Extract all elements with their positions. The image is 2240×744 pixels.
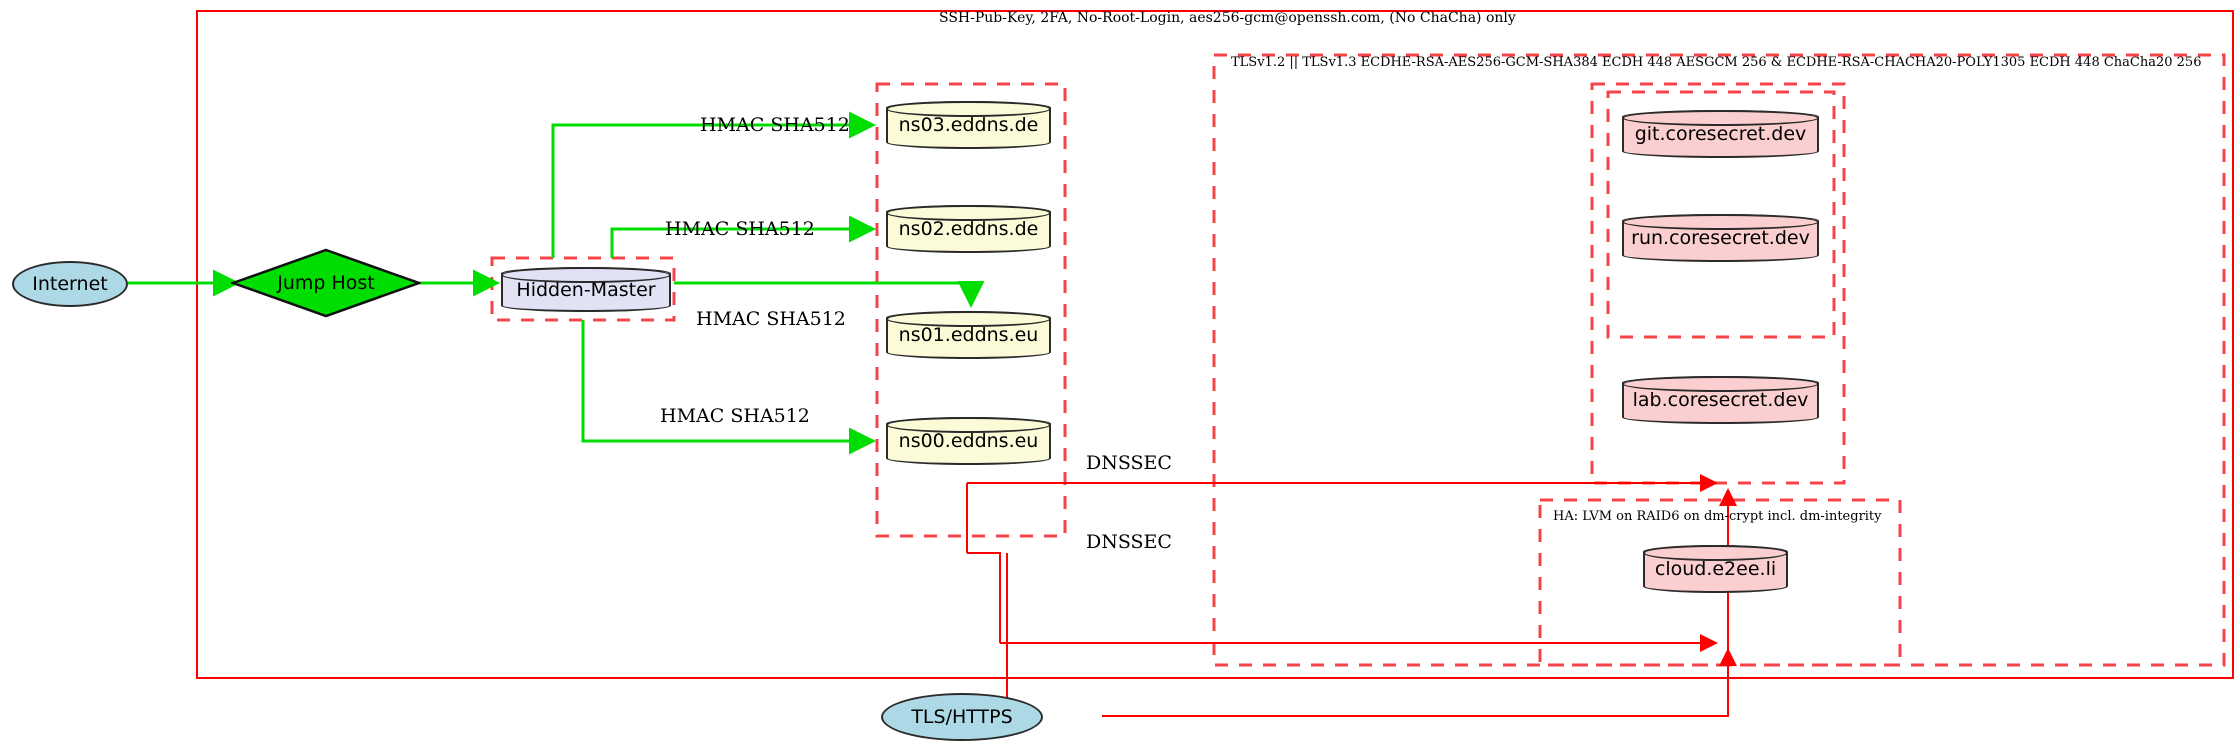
run-cap: [1622, 214, 1819, 230]
node-git-coresecret[interactable]: git.coresecret.dev: [1622, 110, 1819, 158]
edge-master-ns03: [551, 111, 876, 258]
edge-label-hmac-4: HMAC SHA512: [660, 405, 810, 427]
node-lab-label: lab.coresecret.dev: [1632, 389, 1809, 411]
node-tls-https-label: TLS/HTTPS: [911, 706, 1013, 728]
node-hidden-master-label: Hidden-Master: [516, 278, 656, 301]
node-internet[interactable]: Internet: [12, 261, 128, 307]
ns03-cap: [886, 101, 1051, 117]
node-ns00-label: ns00.eddns.eu: [898, 430, 1039, 452]
lab-cap: [1622, 376, 1819, 392]
node-tls-https[interactable]: TLS/HTTPS: [881, 693, 1043, 741]
node-run-label: run.coresecret.dev: [1631, 227, 1810, 249]
edge-label-hmac-3: HMAC SHA512: [696, 308, 846, 330]
git-run-box: [1606, 90, 1836, 339]
node-internet-label: Internet: [32, 273, 108, 295]
node-ns00[interactable]: ns00.eddns.eu: [886, 417, 1051, 465]
node-ns03-label: ns03.eddns.de: [898, 114, 1039, 136]
coresecret-services-box: [1590, 82, 1846, 485]
edge-label-dnssec-1: DNSSEC: [1086, 452, 1172, 474]
node-ns01-label: ns01.eddns.eu: [898, 324, 1039, 346]
node-jump-host[interactable]: Jump Host: [229, 248, 423, 318]
ha-cloud-label: HA: LVM on RAID6 on dm-crypt incl. dm-in…: [1553, 509, 1882, 524]
ns01-cap: [886, 311, 1051, 327]
edge-dnssec-2-stem: [967, 552, 1001, 643]
node-run-coresecret[interactable]: run.coresecret.dev: [1622, 214, 1819, 262]
ns02-cap: [886, 205, 1051, 221]
node-lab-coresecret[interactable]: lab.coresecret.dev: [1622, 376, 1819, 424]
ns00-cap: [886, 417, 1051, 433]
node-hidden-master[interactable]: Hidden-Master: [501, 267, 671, 312]
edge-master-ns02: [610, 215, 876, 258]
node-cloud-label: cloud.e2ee.li: [1654, 558, 1777, 580]
hidden-master-cap: [501, 267, 671, 283]
edge-label-hmac-1: HMAC SHA512: [700, 114, 850, 136]
node-git-label: git.coresecret.dev: [1634, 123, 1807, 145]
ssh-zone-label: SSH-Pub-Key, 2FA, No-Root-Login, aes256-…: [939, 10, 1516, 26]
tls-zone-label: TLSv1.2 || TLSv1.3 ECDHE-RSA-AES256-GCM-…: [1231, 55, 2202, 70]
node-ns03[interactable]: ns03.eddns.de: [886, 101, 1051, 149]
edge-master-ns01: [674, 281, 985, 308]
cloud-cap: [1643, 545, 1788, 561]
edge-label-dnssec-2: DNSSEC: [1086, 531, 1172, 553]
git-cap: [1622, 110, 1819, 126]
edge-master-ns00: [581, 320, 876, 455]
edge-label-hmac-2: HMAC SHA512: [665, 218, 815, 240]
node-ns02[interactable]: ns02.eddns.de: [886, 205, 1051, 253]
dns-servers-box: [875, 82, 1067, 538]
jump-host-shape: [229, 248, 423, 318]
node-ns02-label: ns02.eddns.de: [898, 218, 1039, 240]
node-ns01[interactable]: ns01.eddns.eu: [886, 311, 1051, 359]
node-cloud-e2ee[interactable]: cloud.e2ee.li: [1643, 545, 1788, 593]
